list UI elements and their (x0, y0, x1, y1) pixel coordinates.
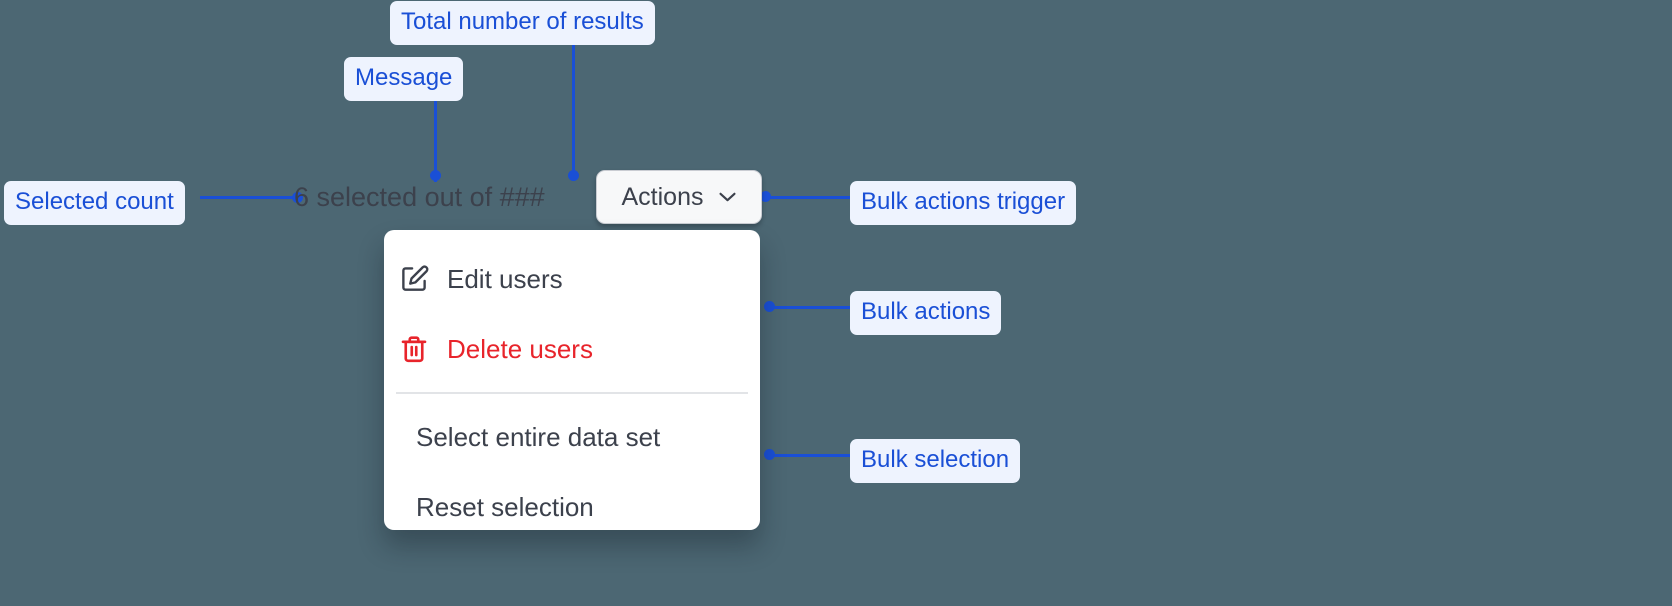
menu-item-label: Reset selection (416, 492, 594, 522)
callout-bulk-actions: Bulk actions (850, 291, 1002, 335)
connector-dot-bulk-trigger (760, 191, 771, 202)
bulk-actions-trigger-button[interactable]: Actions (596, 170, 762, 224)
menu-divider (396, 392, 748, 394)
callout-bulk-selection: Bulk selection (850, 439, 1021, 483)
bulk-actions-trigger-label: Actions (621, 182, 704, 211)
callout-bulk-actions-trigger: Bulk actions trigger (850, 181, 1077, 225)
connector-dot-selected-count (292, 192, 303, 203)
connector-total-results (572, 41, 575, 181)
menu-item-label: Select entire data set (416, 422, 661, 452)
menu-item-label: Edit users (447, 264, 563, 294)
menu-item-delete-users[interactable]: Delete users (384, 314, 760, 384)
edit-pencil-icon (398, 263, 430, 295)
trash-icon (398, 333, 430, 365)
connector-dot-message (430, 170, 441, 181)
connector-bulk-trigger (762, 196, 858, 199)
connector-bulk-selection (770, 454, 862, 457)
connector-message (434, 94, 437, 182)
selection-message: 6 selected out of ### (294, 182, 545, 212)
connector-dot-bulk-actions (764, 301, 775, 312)
chevron-down-icon (719, 192, 737, 202)
menu-item-label: Delete users (447, 334, 593, 364)
bulk-actions-dropdown-menu: Edit users Delete users Select entire da… (384, 230, 760, 530)
menu-item-reset-selection[interactable]: Reset selection (384, 472, 760, 530)
connector-selected-count (200, 196, 300, 199)
connector-bulk-actions (770, 306, 862, 309)
callout-total-number-of-results: Total number of results (390, 1, 655, 45)
connector-dot-total-results (568, 170, 579, 181)
menu-item-select-entire-data-set[interactable]: Select entire data set (384, 402, 760, 472)
connector-dot-bulk-selection (764, 449, 775, 460)
callout-message: Message (344, 57, 464, 101)
callout-selected-count: Selected count (4, 181, 185, 225)
menu-item-edit-users[interactable]: Edit users (384, 244, 760, 314)
